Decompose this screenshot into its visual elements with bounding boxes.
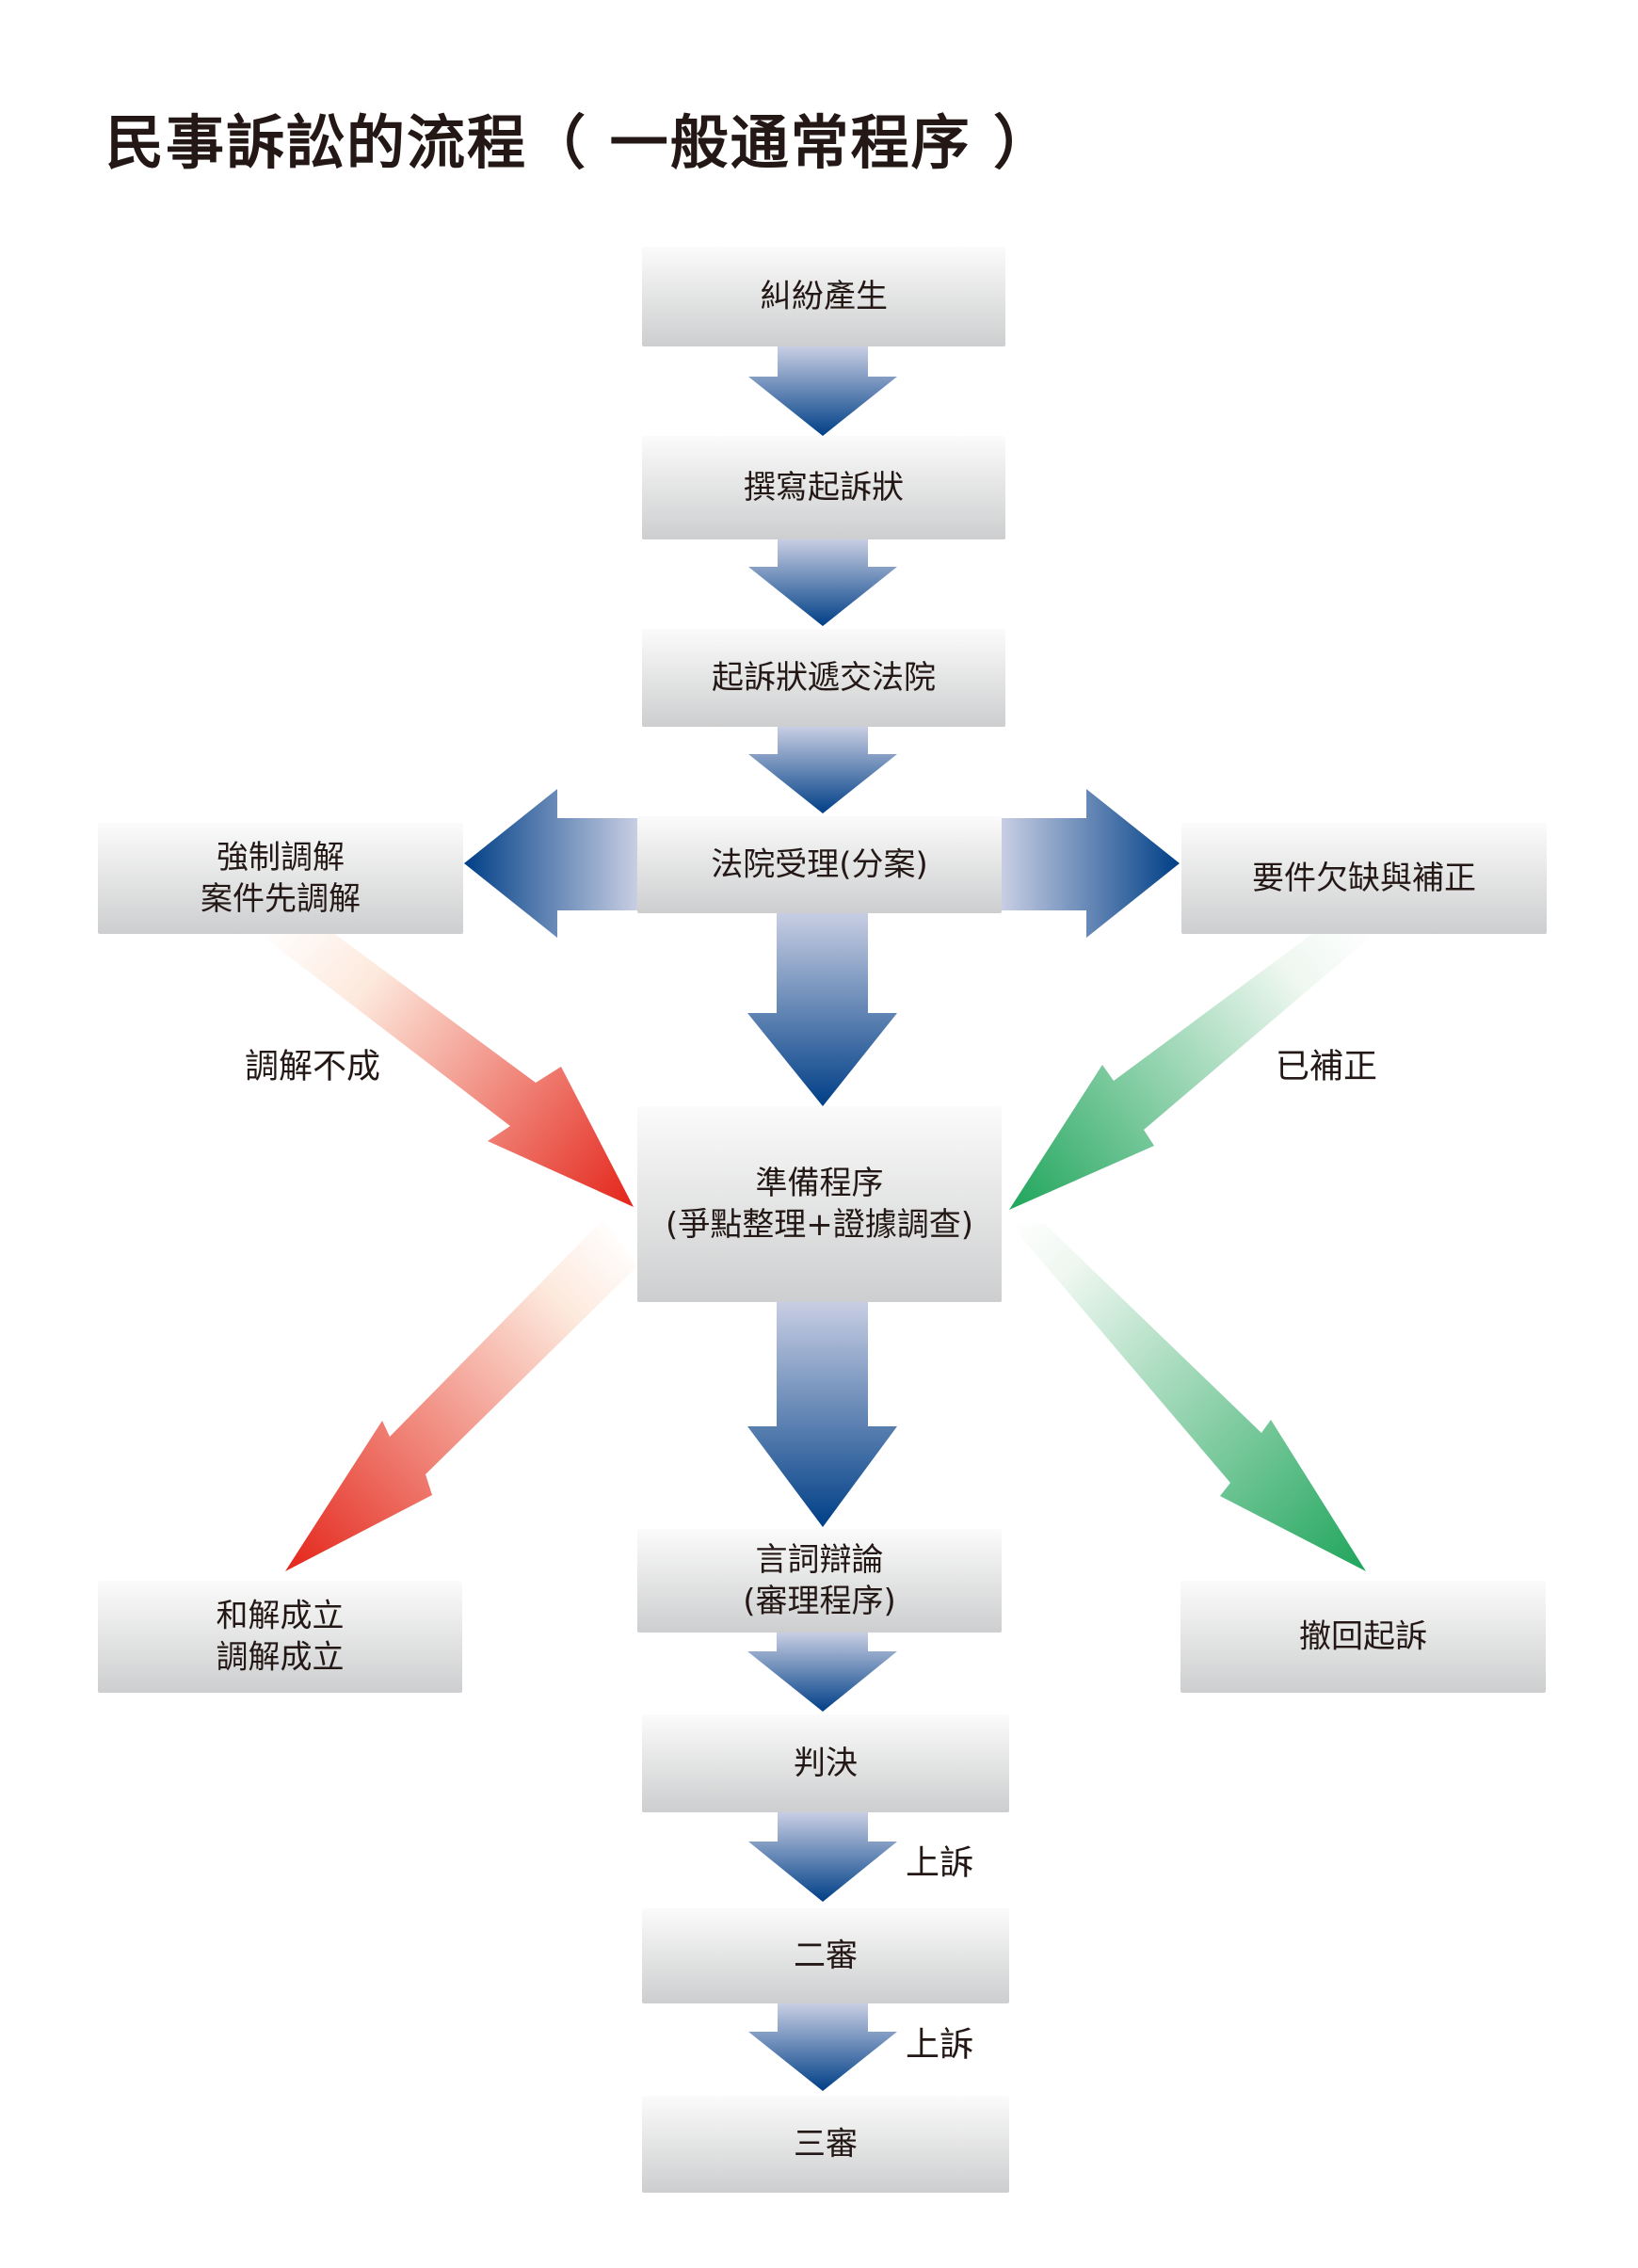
node-judgment: 判決: [642, 1714, 1009, 1812]
node-missing-requirements: 要件欠缺與補正: [1181, 823, 1547, 934]
arrow-accept-to-mediation: [464, 789, 637, 938]
label-corrected: 已補正: [1276, 1048, 1377, 1086]
node-box: [98, 1581, 462, 1693]
arrow-to-withdraw: [1008, 1222, 1366, 1571]
arrow-oral-to-judgment: [747, 1633, 897, 1712]
node-label: 強制調解: [217, 839, 345, 877]
label-mediation-failed: 調解不成: [245, 1048, 380, 1086]
arrow-draft-to-file: [748, 539, 897, 626]
node-box: [642, 629, 1005, 727]
node-box: [642, 1714, 1009, 1812]
node-label: 二審: [794, 1938, 858, 1975]
node-box: [637, 816, 1002, 913]
arrow-dispute-to-draft: [748, 346, 897, 436]
page-title: 民事訴訟的流程（ 一般通常程序 ）: [105, 108, 1054, 177]
arrow-accept-to-preparatory: [747, 913, 897, 1106]
node-box: [642, 436, 1005, 539]
arrow-judgment-to-second: [748, 1812, 897, 1902]
node-draft-complaint: 撰寫起訴狀: [642, 436, 1005, 539]
node-withdraw: 撤回起訴: [1180, 1581, 1546, 1693]
node-box: [642, 247, 1005, 346]
arrow-corrected: [1009, 918, 1376, 1210]
node-file-complaint: 起訴狀遞交法院: [642, 629, 1005, 727]
node-box: [637, 1106, 1002, 1302]
label-appeal-1: 上訴: [906, 1844, 973, 1883]
node-label: 撰寫起訴狀: [744, 469, 904, 507]
node-label: 和解成立: [217, 1598, 345, 1635]
node-preparatory: 準備程序 (爭點整理+證據調查): [637, 1106, 1002, 1302]
node-third-instance: 三審: [642, 2096, 1009, 2193]
node-label: 判決: [794, 1745, 858, 1782]
node-label: 起訴狀遞交法院: [712, 659, 936, 697]
node-court-accepts: 法院受理(分案): [637, 816, 1002, 913]
arrow-preparatory-to-oral: [747, 1302, 897, 1527]
arrow-file-to-accept: [748, 727, 897, 813]
node-dispute: 糾紛產生: [642, 247, 1005, 346]
arrow-to-settlement: [285, 1219, 637, 1571]
node-box: [1181, 823, 1547, 934]
node-oral-argument: 言詞辯論 (審理程序): [637, 1529, 1002, 1633]
label-appeal-2: 上訴: [906, 2026, 973, 2065]
node-second-instance: 二審: [642, 1908, 1009, 2003]
node-label: (審理程序): [743, 1583, 896, 1620]
node-label: 準備程序: [756, 1165, 884, 1202]
arrow-mediation-failed: [257, 916, 634, 1207]
arrow-second-to-third: [748, 2003, 897, 2091]
node-label: 案件先調解: [201, 880, 361, 918]
node-label: 三審: [794, 2126, 858, 2163]
node-label: 撤回起訴: [1299, 1618, 1427, 1656]
node-box: [1180, 1581, 1546, 1693]
node-label: 言詞辯論: [756, 1541, 884, 1579]
node-box: [98, 823, 463, 934]
node-label: 調解成立: [217, 1639, 345, 1677]
node-box: [637, 1529, 1002, 1633]
node-label: 法院受理(分案): [711, 846, 928, 884]
node-label: 要件欠缺與補正: [1252, 860, 1476, 897]
node-box: [642, 1908, 1009, 2003]
node-box: [642, 2096, 1009, 2193]
node-label: (爭點整理+證據調查): [666, 1206, 973, 1244]
arrow-accept-to-requirements: [1002, 789, 1180, 938]
node-label: 糾紛產生: [760, 278, 888, 315]
